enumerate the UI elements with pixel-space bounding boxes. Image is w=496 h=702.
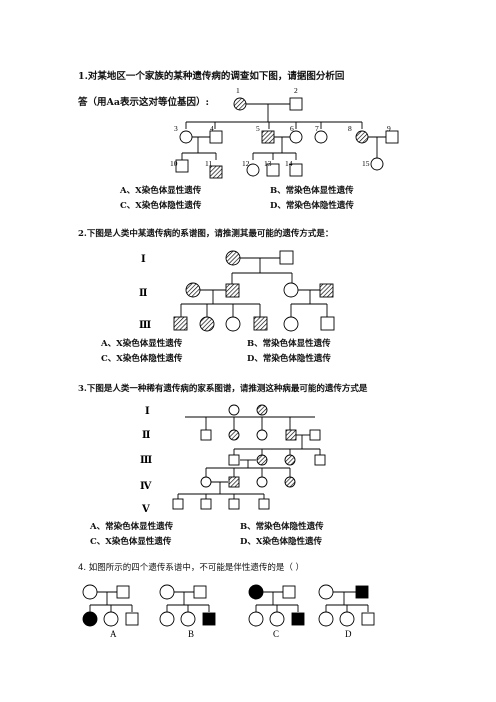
q3-option-b: B、常染色体隐性遗传	[240, 522, 324, 532]
q3-gen-5: Ⅴ	[141, 504, 150, 515]
q1-num-8: 8	[348, 124, 352, 133]
q1-num-5: 5	[256, 124, 260, 133]
q1-text-line1: 1.对某地区一个家族的某种遗传病的调查如下图，请据图分析回	[78, 71, 345, 82]
q4-title: 4. 如图所示的四个遗传系谱中，不可能是伴性遗传的是（ ）	[78, 563, 305, 573]
q1-num-11: 11	[205, 159, 212, 168]
q2-option-a: A、X染色体显性遗传	[101, 339, 183, 349]
q3-option-a: A、常染色体显性遗传	[90, 522, 174, 532]
q3-title: 3.下图是人类一种稀有遗传病的家系图谱，请推测这种病最可能的遗传方式是	[78, 384, 368, 394]
q1-num-2: 2	[294, 86, 298, 95]
q4-label-b: B	[188, 629, 194, 639]
q2-title: 2.下图是人类中某遗传病的系谱图，请推测其最可能的遗传方式是：	[78, 229, 334, 239]
q1-num-10: 10	[170, 159, 178, 168]
q1-num-1: 1	[236, 86, 240, 95]
q1-num-7: 7	[315, 124, 319, 133]
q3-gen-3: Ⅲ	[140, 455, 152, 466]
q3-option-c: C、X染色体显性遗传	[90, 537, 172, 547]
q1-num-9: 9	[387, 124, 391, 133]
q2-option-c: C、X染色体隐性遗传	[101, 354, 183, 364]
q1-num-6: 6	[290, 124, 294, 133]
q1-num-4: 4	[210, 124, 214, 133]
q3-gen-1: Ⅰ	[145, 406, 150, 417]
q1-num-3: 3	[174, 124, 178, 133]
q1-option-d: D、常染色体隐性遗传	[270, 201, 354, 211]
q4-label-d: D	[345, 629, 352, 639]
q2-gen-3: Ⅲ	[139, 320, 151, 331]
q3-gen-2: Ⅱ	[142, 430, 150, 441]
q1-num-14: 14	[285, 159, 293, 168]
q1-num-15: 15	[362, 159, 370, 168]
q1-option-b: B、常染色体显性遗传	[270, 186, 354, 196]
q2-option-b: B、常染色体显性遗传	[247, 339, 331, 349]
q1-option-a: A、X染色体显性遗传	[120, 186, 202, 196]
q1-num-12: 12	[242, 159, 250, 168]
q1-num-13: 13	[264, 159, 272, 168]
q2-gen-2: Ⅱ	[139, 288, 147, 299]
q2-option-d: D、常染色体隐性遗传	[247, 354, 331, 364]
q3-option-d: D、X染色体隐性遗传	[240, 537, 322, 547]
q4-label-a: A	[110, 629, 117, 639]
q3-gen-4: Ⅳ	[140, 481, 152, 492]
q4-label-c: C	[273, 629, 279, 639]
q1-text-line2: 答（用Aa表示这对等位基因）:	[78, 97, 210, 108]
q2-gen-1: Ⅰ	[141, 254, 146, 265]
q1-option-c: C、X染色体隐性遗传	[120, 201, 202, 211]
